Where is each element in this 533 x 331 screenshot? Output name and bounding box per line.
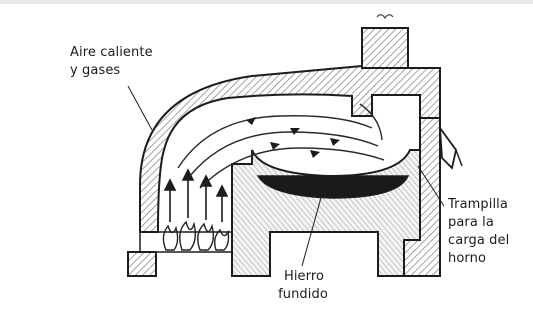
- rising-flow-arrows: [165, 170, 227, 222]
- label-molten-iron-line2: fundido: [270, 286, 336, 304]
- label-hot-air-line2: y gases: [70, 62, 120, 80]
- label-charge-door-line4: horno: [448, 250, 486, 268]
- label-charge-door-line2: para la: [448, 214, 494, 232]
- label-hot-air-line1: Aire caliente: [70, 44, 153, 62]
- hearth: [232, 150, 420, 276]
- charge-door: [440, 128, 462, 168]
- label-charge-door-line1: Trampilla: [448, 196, 508, 214]
- chimney: [362, 15, 408, 68]
- label-charge-door-line3: carga del: [448, 232, 509, 250]
- label-molten-iron-line1: Hierro: [274, 268, 334, 286]
- gas-flow-arrows: [246, 117, 340, 158]
- smoke-icon: [377, 15, 393, 18]
- flame-icon: [163, 222, 228, 250]
